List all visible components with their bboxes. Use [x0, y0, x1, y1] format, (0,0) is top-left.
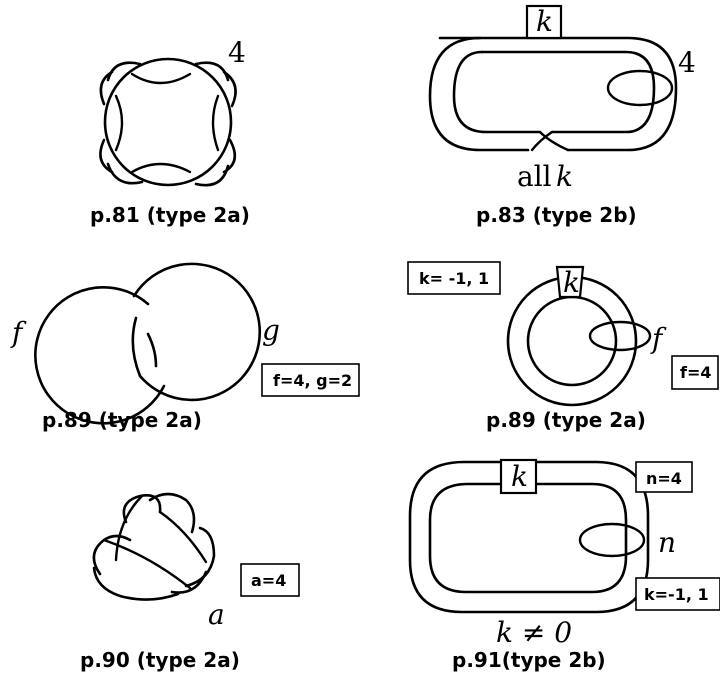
caption-p89-right: p.89 (type 2a) [486, 408, 646, 432]
caption-p90: p.90 (type 2a) [80, 648, 240, 672]
param-box-f-text: f=4 [680, 363, 712, 382]
component-label-n: n [658, 526, 676, 559]
caption-p91: p.91(type 2b) [452, 648, 606, 672]
box-label-k: k [536, 5, 553, 38]
link-drawing-p89-left [34, 262, 262, 425]
panel-p90: a a=4 p.90 (type 2a) [80, 492, 300, 672]
param-box-k-text: k=-1, 1 [644, 585, 709, 604]
param-box [240, 563, 300, 597]
component-label-a: a [208, 598, 225, 631]
panel-p89-right: k f k= -1, 1 f=4 p.89 (type 2a) [407, 261, 719, 432]
caption-p89-left: p.89 (type 2a) [42, 408, 202, 432]
knot-drawing-p90 [92, 492, 216, 601]
component-label-f: f [650, 322, 667, 355]
box-label-k: k [511, 460, 528, 493]
param-box-text: f=4, g=2 [273, 371, 352, 390]
knot-drawing-p83 [428, 4, 678, 152]
label-k-nonzero: k ≠ 0 [496, 616, 572, 649]
caption-p83: p.83 (type 2b) [476, 203, 637, 227]
label-all: all [517, 160, 552, 193]
param-box-f [671, 355, 719, 390]
panel-p91: k n k ≠ 0 n=4 k=-1, 1 p.91(type 2b) [408, 458, 720, 672]
param-box-k [407, 261, 501, 295]
knot-drawing-p91 [408, 458, 650, 614]
param-box [261, 363, 360, 397]
component-label-f: f [10, 316, 27, 349]
knot-drawing-p81 [99, 57, 237, 187]
panel-p83: k 4 all k p.83 (type 2b) [428, 4, 696, 227]
box-label-k: k [563, 266, 580, 299]
twist-label-4: 4 [228, 36, 246, 69]
param-box-text: a=4 [251, 571, 286, 590]
param-box-n-text: n=4 [646, 469, 682, 488]
label-k: k [556, 160, 573, 193]
twist-label-4: 4 [678, 46, 696, 79]
param-box-k-text: k= -1, 1 [419, 269, 489, 288]
param-box-n [635, 461, 693, 493]
caption-p81: p.81 (type 2a) [90, 203, 250, 227]
param-box-k [635, 577, 720, 611]
panel-p89-left: f g f=4, g=2 p.89 (type 2a) [10, 262, 360, 432]
component-label-g: g [262, 314, 280, 347]
panel-p81: 4 p.81 (type 2a) [90, 36, 250, 227]
knot-drawing-p89-right [506, 265, 652, 407]
